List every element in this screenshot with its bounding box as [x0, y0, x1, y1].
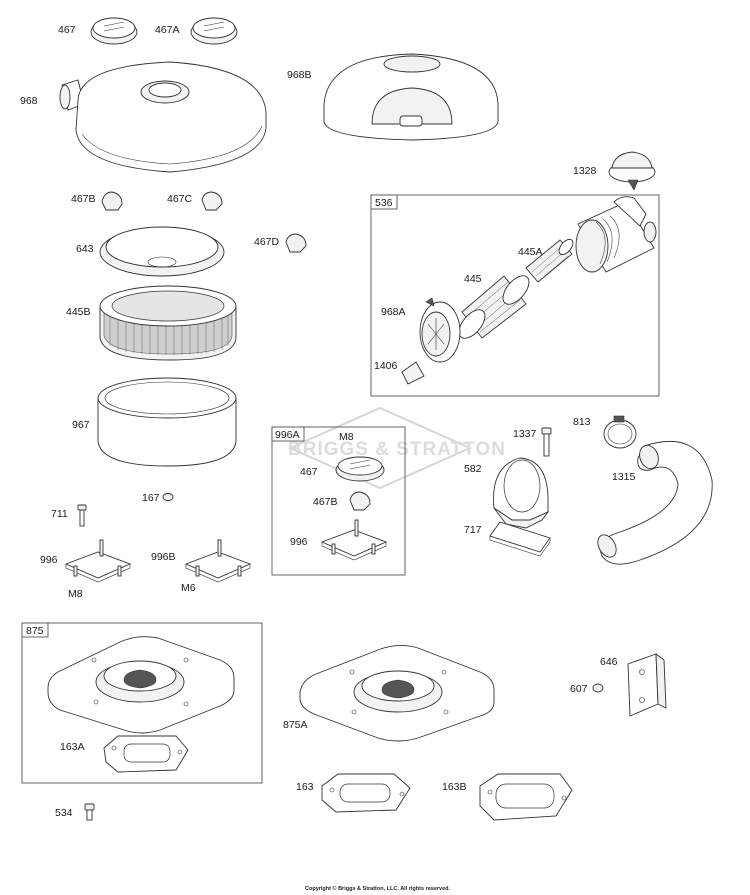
part-996A-996-plate[interactable]	[320, 519, 388, 561]
label-875A: 875A	[283, 719, 308, 731]
label-996A: 996A	[275, 429, 300, 441]
part-875-adapter-plate[interactable]	[47, 636, 235, 734]
part-536-housing[interactable]	[575, 196, 657, 273]
part-717-tray[interactable]	[489, 521, 551, 557]
group-tab-875	[21, 622, 49, 638]
label-643: 643	[76, 243, 94, 255]
part-1406-valve[interactable]	[401, 361, 425, 385]
part-1328-cap[interactable]	[608, 151, 656, 191]
label-445: 445	[464, 273, 482, 285]
label-968: 968	[20, 95, 38, 107]
brand-watermark: BRIGGS & STRATTON	[287, 406, 506, 490]
label-996B: 996B	[151, 551, 176, 563]
label-163B: 163B	[442, 781, 467, 793]
group-tab-536	[370, 194, 398, 210]
label-467B: 467B	[71, 193, 96, 205]
part-996A-467B-knob[interactable]	[349, 491, 371, 511]
part-445B-air-filter[interactable]	[99, 285, 237, 361]
part-467B-knob[interactable]	[101, 191, 123, 211]
label-646: 646	[600, 656, 618, 668]
part-968A-end-cap[interactable]	[419, 297, 461, 363]
label-445A: 445A	[518, 246, 543, 258]
part-467C-knob[interactable]	[201, 191, 223, 211]
group-box-996A	[271, 426, 406, 576]
label-996A-m8: M8	[339, 431, 354, 443]
label-163: 163	[296, 781, 314, 793]
part-968B-air-cleaner-cover[interactable]	[323, 53, 499, 141]
part-643-base[interactable]	[99, 226, 225, 277]
part-607-nut[interactable]	[592, 683, 604, 693]
part-467A-knob[interactable]	[190, 17, 238, 45]
label-534: 534	[55, 807, 73, 819]
group-box-875	[21, 622, 263, 784]
label-875: 875	[26, 625, 44, 637]
part-163B-gasket[interactable]	[479, 773, 573, 821]
part-582-mounting-band[interactable]	[493, 457, 550, 529]
part-467-knob[interactable]	[90, 17, 138, 45]
part-1315-hose[interactable]	[594, 440, 713, 565]
label-m6: M6	[181, 582, 196, 594]
label-163A: 163A	[60, 741, 85, 753]
part-646-bracket[interactable]	[627, 653, 667, 717]
label-167: 167	[142, 492, 160, 504]
label-m8: M8	[68, 588, 83, 600]
label-1337: 1337	[513, 428, 537, 440]
label-711: 711	[51, 508, 68, 520]
part-711-bolt[interactable]	[77, 504, 87, 527]
part-996A-467-knob[interactable]	[335, 456, 385, 482]
part-996-plate[interactable]	[64, 539, 132, 583]
label-1315: 1315	[612, 471, 636, 483]
part-167-nut[interactable]	[162, 493, 174, 501]
part-996B-plate[interactable]	[184, 539, 252, 583]
label-582: 582	[464, 463, 482, 475]
part-163A-gasket[interactable]	[103, 735, 189, 773]
label-968B: 968B	[287, 69, 312, 81]
part-968-air-cleaner-cover[interactable]	[59, 61, 267, 173]
label-996A-996: 996	[290, 536, 308, 548]
label-536: 536	[375, 197, 393, 209]
part-445-outer-filter[interactable]	[454, 271, 534, 343]
group-box-536	[370, 194, 660, 397]
label-1406: 1406	[374, 360, 398, 372]
label-467A: 467A	[155, 24, 180, 36]
label-1328: 1328	[573, 165, 597, 177]
part-534-bolt[interactable]	[84, 803, 95, 821]
part-445A-inner-filter[interactable]	[525, 237, 576, 283]
label-467: 467	[58, 24, 76, 36]
part-1337-bolt[interactable]	[541, 427, 552, 457]
part-163-gasket[interactable]	[321, 773, 411, 813]
watermark-text: BRIGGS & STRATTON	[288, 439, 506, 460]
label-967: 967	[72, 419, 90, 431]
label-996: 996	[40, 554, 58, 566]
part-967-sleeve[interactable]	[97, 377, 237, 467]
label-445B: 445B	[66, 306, 91, 318]
label-968A: 968A	[381, 306, 406, 318]
copyright-notice: Copyright © Briggs & Stratton, LLC. All …	[305, 885, 451, 892]
label-717: 717	[464, 524, 482, 536]
label-996A-467B: 467B	[313, 496, 338, 508]
label-607: 607	[570, 683, 588, 695]
part-813-hose-clamp[interactable]	[603, 415, 637, 449]
part-875A-adapter-plate[interactable]	[299, 645, 495, 742]
label-467C: 467C	[167, 193, 193, 205]
label-467D: 467D	[254, 236, 280, 248]
label-996A-467: 467	[300, 466, 318, 478]
group-tab-996A	[271, 426, 305, 442]
part-467D-knob[interactable]	[285, 233, 307, 253]
label-813: 813	[573, 416, 591, 428]
